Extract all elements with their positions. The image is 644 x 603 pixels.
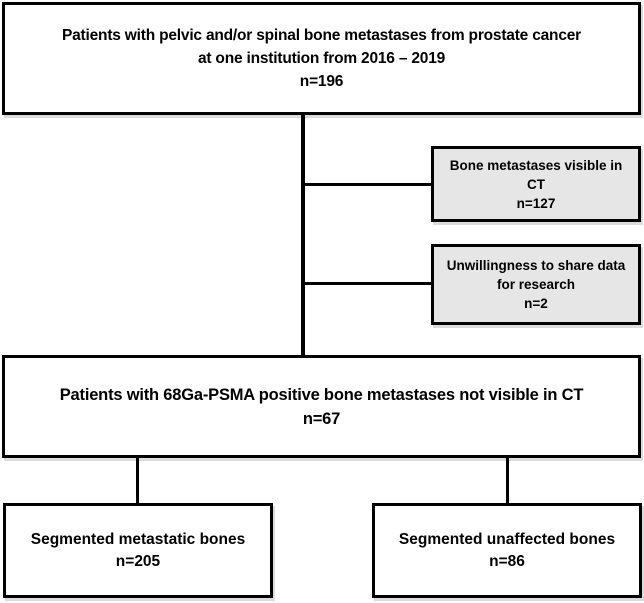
node-included-box: Patients with 68Ga-PSMA positive bone me… [2, 355, 641, 458]
segmented-metastatic-count: n=205 [115, 552, 161, 570]
node-excluded-ct-visible-box: Bone metastases visible in CT n=127 [431, 146, 641, 222]
connector-trunk-vertical [301, 115, 305, 355]
node-segmented-metastatic-box: Segmented metastatic bones n=205 [3, 503, 273, 598]
included-text-line1: Patients with 68Ga-PSMA positive bone me… [59, 385, 584, 404]
enrollment-text-line1: Patients with pelvic and/or spinal bone … [62, 27, 581, 44]
segmented-unaffected-count: n=86 [489, 552, 525, 570]
connector-branch-excluded-sharing [303, 282, 431, 285]
node-excluded-data-sharing-box: Unwillingness to share data for research… [431, 244, 641, 325]
node-enrollment-box: Patients with pelvic and/or spinal bone … [2, 2, 641, 115]
enrollment-text-line2: at one institution from 2016 – 2019 [197, 50, 446, 67]
excluded-sharing-count: n=2 [524, 296, 548, 311]
connector-included-to-unaffected [506, 458, 509, 503]
excluded-ct-text-line2: CT [527, 176, 545, 192]
excluded-ct-count: n=127 [516, 195, 556, 211]
connector-included-to-metastatic [136, 458, 139, 503]
excluded-ct-text-line1: Bone metastases visible in [449, 157, 623, 173]
segmented-metastatic-text: Segmented metastatic bones [30, 530, 246, 548]
excluded-sharing-text-line2: for research [496, 277, 576, 292]
included-count: n=67 [302, 409, 341, 428]
excluded-sharing-text-line1: Unwillingness to share data [446, 258, 626, 273]
enrollment-count: n=196 [299, 73, 344, 90]
segmented-unaffected-text: Segmented unaffected bones [398, 530, 616, 548]
connector-branch-excluded-ct [303, 183, 431, 186]
node-segmented-unaffected-box: Segmented unaffected bones n=86 [372, 503, 642, 598]
